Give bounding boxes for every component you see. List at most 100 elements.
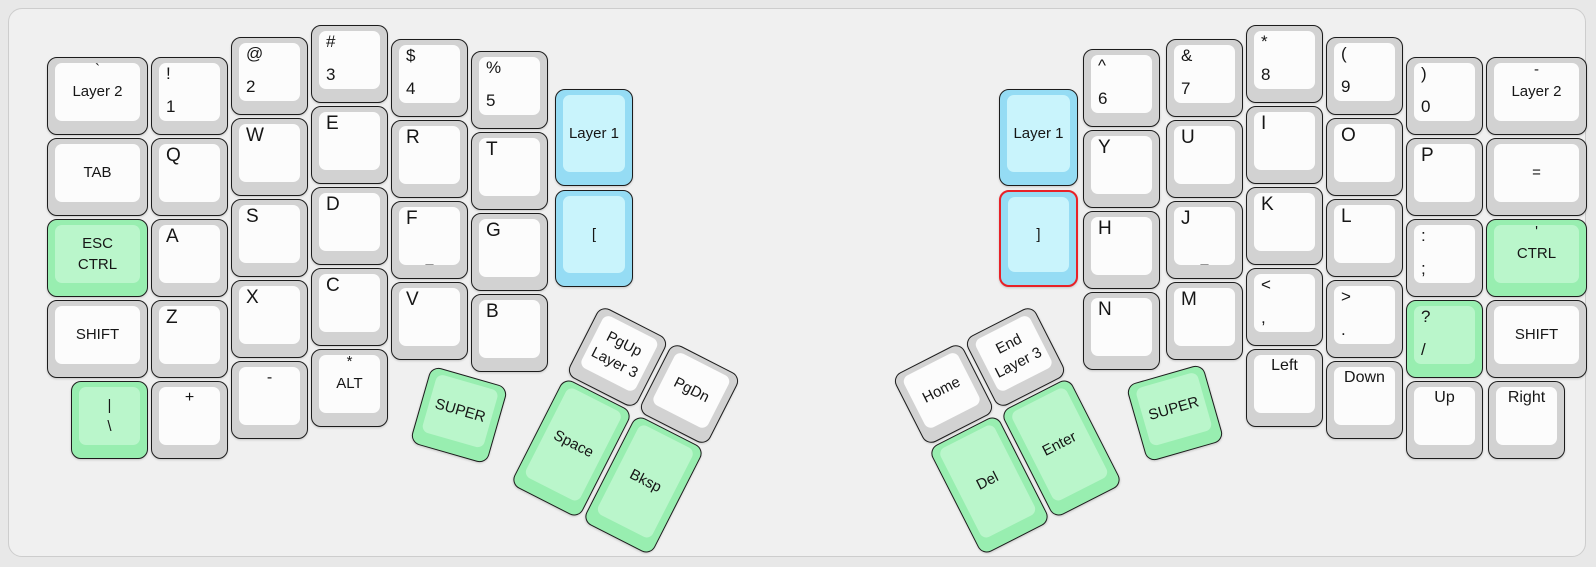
key-label: V <box>406 289 419 310</box>
key-6[interactable]: ^6 <box>1083 49 1160 127</box>
keycap-face: Y <box>1091 136 1152 194</box>
key-grave-layer2[interactable]: `Layer 2 <box>47 57 148 135</box>
key-c[interactable]: C <box>311 268 388 346</box>
key-z[interactable]: Z <box>151 300 228 378</box>
key-p[interactable]: P <box>1406 138 1483 216</box>
key-left-arrow[interactable]: Left <box>1246 349 1323 427</box>
key-sublabel: . <box>1341 320 1346 340</box>
keycap-face: ^6 <box>1091 55 1152 113</box>
key-close-bracket[interactable]: ] <box>999 190 1078 287</box>
key-o[interactable]: O <box>1326 118 1403 196</box>
key-label: Right <box>1507 389 1546 406</box>
key-h[interactable]: H <box>1083 211 1160 289</box>
key-f[interactable]: F_ <box>391 201 468 279</box>
key-q[interactable]: Q <box>151 138 228 216</box>
key-2[interactable]: @2 <box>231 37 308 115</box>
key-up-arrow[interactable]: Up <box>1406 381 1483 459</box>
key-layer1-right[interactable]: Layer 1 <box>999 89 1078 186</box>
key-label: ! <box>166 64 171 83</box>
key-equals[interactable]: = <box>1486 138 1587 216</box>
key-label: & <box>1181 46 1193 65</box>
key-9[interactable]: (9 <box>1326 37 1403 115</box>
key-question-slash[interactable]: ?/ <box>1406 300 1483 378</box>
key-w[interactable]: W <box>231 118 308 196</box>
key-i[interactable]: I <box>1246 106 1323 184</box>
key-n[interactable]: N <box>1083 292 1160 370</box>
key-label-group: = <box>1494 144 1579 202</box>
key-label: * <box>1261 32 1268 51</box>
key-a[interactable]: A <box>151 219 228 297</box>
key-plus[interactable]: + <box>151 381 228 459</box>
key-quote-ctrl[interactable]: 'CTRL <box>1486 219 1587 297</box>
key-v[interactable]: V <box>391 282 468 360</box>
key-right-arrow[interactable]: Right <box>1488 381 1565 459</box>
keycap-face: TAB <box>55 144 140 202</box>
key-u[interactable]: U <box>1166 120 1243 198</box>
key-b[interactable]: B <box>471 294 548 372</box>
key-shift-left[interactable]: SHIFT <box>47 300 148 378</box>
keycap-face: :; <box>1414 225 1475 283</box>
key-super-left[interactable]: SUPER <box>409 365 509 465</box>
keycap-face: Left <box>1254 355 1315 413</box>
key-l[interactable]: L <box>1326 199 1403 277</box>
key-d[interactable]: D <box>311 187 388 265</box>
keycap-face: `Layer 2 <box>55 61 140 121</box>
key-7[interactable]: &7 <box>1166 39 1243 117</box>
key-label-group: TAB <box>55 144 140 202</box>
key-m[interactable]: M <box>1166 282 1243 360</box>
key-open-bracket[interactable]: [ <box>555 190 633 287</box>
key-label: Layer 1 <box>568 124 620 142</box>
key-4[interactable]: $4 <box>391 39 468 117</box>
key-e[interactable]: E <box>311 106 388 184</box>
key-5[interactable]: %5 <box>471 51 548 129</box>
key-r[interactable]: R <box>391 120 468 198</box>
keycap-face: <, <box>1254 274 1315 332</box>
key-label: \ <box>107 417 112 435</box>
keycap-face: Up <box>1414 387 1475 445</box>
key-layer1-left[interactable]: Layer 1 <box>555 89 633 186</box>
keycap-face: B <box>479 300 540 358</box>
key-label-group: SUPER <box>421 373 499 448</box>
key-s[interactable]: S <box>231 199 308 277</box>
key-minus[interactable]: - <box>231 361 308 439</box>
key-sublabel: ; <box>1421 259 1426 279</box>
key-dash-layer2[interactable]: -Layer 2 <box>1486 57 1587 135</box>
key-period[interactable]: >. <box>1326 280 1403 358</box>
key-shift-right[interactable]: SHIFT <box>1486 300 1587 378</box>
key-x[interactable]: X <box>231 280 308 358</box>
key-sublabel: 4 <box>406 79 416 99</box>
key-8[interactable]: *8 <box>1246 25 1323 103</box>
key-0[interactable]: )0 <box>1406 57 1483 135</box>
key-down-arrow[interactable]: Down <box>1326 361 1403 439</box>
key-label: SUPER <box>1146 393 1202 425</box>
key-pipe-backslash[interactable]: |\ <box>71 381 148 459</box>
key-label: ? <box>1421 307 1431 326</box>
key-semicolon[interactable]: :; <box>1406 219 1483 297</box>
key-g[interactable]: G <box>471 213 548 291</box>
key-label: F <box>406 208 418 229</box>
key-label: X <box>246 287 259 308</box>
key-comma[interactable]: <, <box>1246 268 1323 346</box>
key-j[interactable]: J_ <box>1166 201 1243 279</box>
key-sublabel: / <box>1421 340 1426 360</box>
key-super-right[interactable]: SUPER <box>1125 363 1225 463</box>
key-y[interactable]: Y <box>1083 130 1160 208</box>
key-3[interactable]: #3 <box>311 25 388 103</box>
key-k[interactable]: K <box>1246 187 1323 265</box>
key-label-group: ALT <box>319 355 380 413</box>
key-star-alt[interactable]: *ALT <box>311 349 388 427</box>
key-label-group: SUPER <box>1135 371 1213 446</box>
key-tab[interactable]: TAB <box>47 138 148 216</box>
keycap-face: @2 <box>239 43 300 101</box>
key-label: Down <box>1344 369 1385 386</box>
key-label: CTRL <box>77 255 118 273</box>
key-1[interactable]: !1 <box>151 57 228 135</box>
key-sublabel: 3 <box>326 65 336 85</box>
key-t[interactable]: T <box>471 132 548 210</box>
key-label: G <box>486 220 501 241</box>
keycap-face: - <box>239 367 300 425</box>
key-label: : <box>1421 226 1426 245</box>
key-label-group: Layer 1 <box>1007 95 1070 172</box>
